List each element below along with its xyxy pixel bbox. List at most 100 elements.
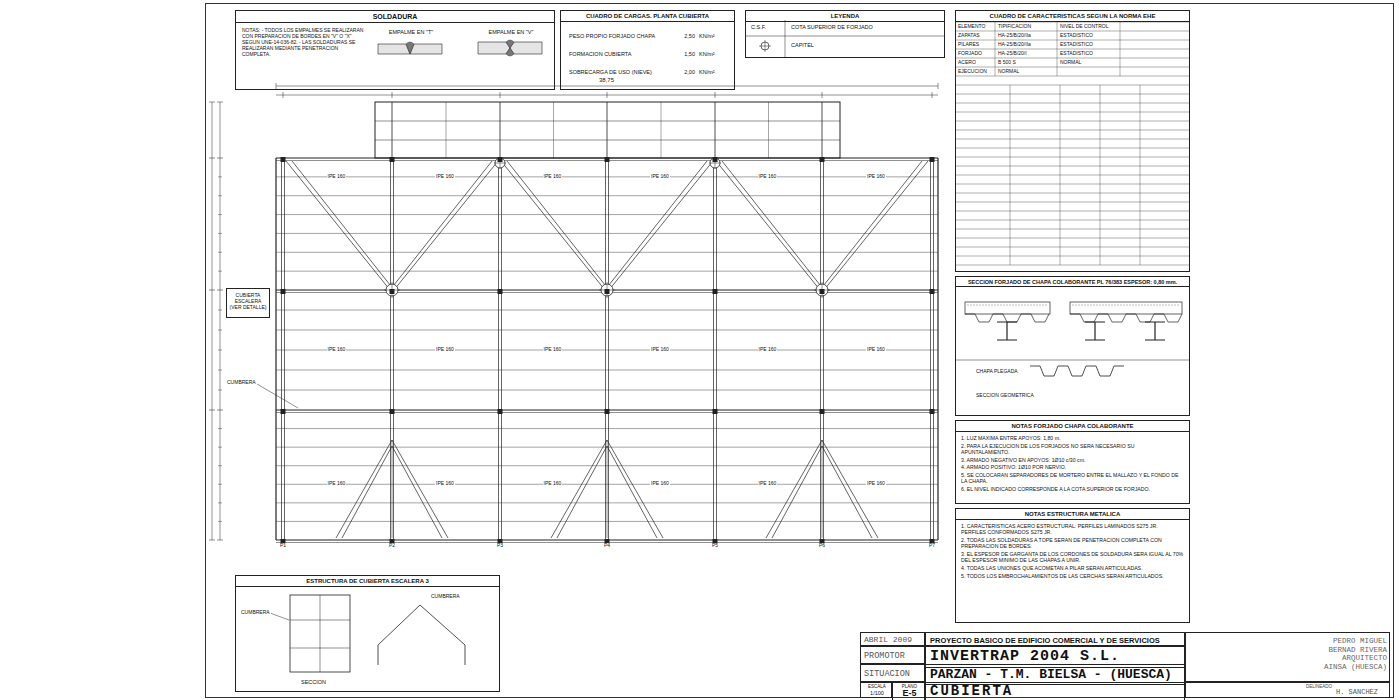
table-line — [955, 85, 1190, 86]
joist-line — [276, 252, 938, 253]
panel-box: PROYECTO BASICO DE EDIFICIO COMERCIAL Y … — [925, 632, 1185, 646]
dimension-tick — [209, 410, 215, 411]
joist-line — [276, 176, 938, 177]
panel-text: PESO PROPIO FORJADO CHAPA — [569, 33, 669, 40]
frame-edge — [937, 158, 938, 540]
table-line — [955, 211, 1190, 212]
truss-line — [336, 440, 392, 538]
dimension-tick — [218, 447, 222, 448]
truss-line — [390, 161, 492, 290]
table-line — [955, 175, 1190, 176]
annotation-label: P5 — [711, 543, 719, 549]
table-line — [955, 238, 1190, 239]
panel-heading: SECCION FORJADO DE CHAPA COLABORANTE PL … — [956, 277, 1189, 287]
table-line — [955, 31, 1190, 32]
table-line — [955, 139, 1190, 140]
annotation-label: CUMBRERA — [226, 380, 257, 386]
panel-text: SITUACION — [864, 669, 924, 679]
leader-line — [257, 384, 298, 408]
table-line — [955, 184, 1190, 185]
annotation-label: IPE 160 — [866, 481, 886, 487]
weld-bead — [506, 40, 514, 56]
deck-profile — [965, 314, 1049, 322]
panel-heading: SOLDADURA — [236, 11, 554, 23]
panel-box: ABRIL 2009 — [860, 632, 925, 646]
annotation-label: NIVEL DE CONTROL — [1059, 24, 1109, 30]
weld-plate — [378, 44, 410, 54]
dimension-tick — [217, 158, 223, 159]
annotation-label: IPE 160 — [650, 481, 670, 487]
dimension-tick — [209, 158, 215, 159]
annotation-label: PILARES — [957, 42, 980, 48]
truss-line — [292, 161, 394, 290]
panel-box: CUADRO DE CARACTERISTICAS SEGUN LA NORMA… — [955, 10, 1190, 272]
truss-line — [501, 161, 605, 290]
annotation-label: B 500 S — [997, 60, 1017, 66]
girder-line — [823, 158, 824, 540]
column-mark — [281, 289, 286, 294]
roof-extension — [375, 102, 840, 158]
dimension-tick — [218, 370, 222, 371]
dimension-tick — [217, 410, 223, 411]
dimension-tick — [218, 195, 222, 196]
table-line — [955, 76, 1190, 77]
panel-text: EMPALME EN "T" — [371, 29, 451, 36]
truss-line — [392, 440, 448, 538]
legend-text: CAPITEL — [790, 42, 815, 48]
table-line — [995, 22, 996, 76]
column-mark — [820, 289, 825, 294]
truss-line — [722, 161, 824, 290]
dimension-tick — [715, 92, 716, 98]
dimension-line — [276, 86, 938, 87]
girder-line — [930, 158, 931, 540]
note-text: 3. EL ESPESOR DE GARGANTA DE LOS CORDONE… — [961, 551, 1184, 563]
frame-edge — [275, 158, 276, 540]
capitel-symbol — [759, 40, 771, 52]
panel-text: PARZAN - T.M. BIELSA - (HUESCA) — [930, 667, 1184, 683]
table-line — [1057, 22, 1058, 76]
dimension-tick — [218, 330, 222, 331]
girder-line — [392, 102, 393, 158]
panel-text: 2,00 — [671, 69, 695, 76]
deck-profile — [1070, 314, 1182, 322]
joist-line — [276, 330, 938, 331]
legend-divider — [745, 36, 945, 37]
panel-heading: LEYENDA — [746, 11, 944, 22]
panel-box: NOTAS FORJADO CHAPA COLABORANTE1. LUZ MA… — [955, 420, 1190, 504]
annotation-label: P4 — [603, 543, 611, 549]
truss-line — [607, 440, 663, 538]
panel-heading: NOTAS ESTRUCTURA METALICA — [956, 509, 1189, 520]
annotation-label: CHAPA PLEGADA — [975, 369, 1019, 375]
annotation-label: IPE 160 — [543, 347, 563, 353]
annotation-label: IPE 160 — [435, 481, 455, 487]
girder-line — [284, 158, 285, 540]
dimension-line — [212, 102, 213, 540]
corrugated-sheet — [1030, 366, 1124, 376]
table-line — [955, 94, 1190, 95]
table-line — [955, 130, 1190, 131]
panel-text: ESCALA — [862, 684, 892, 689]
girder-line — [390, 158, 391, 540]
column-mark — [930, 409, 935, 414]
column-mark — [713, 157, 718, 162]
table-line — [955, 112, 1190, 113]
column-mark — [605, 289, 610, 294]
dimension-tick — [218, 310, 222, 311]
divider-line — [955, 360, 1190, 361]
joist-line — [276, 214, 938, 215]
panel-text: KN/m² — [699, 33, 729, 40]
table-line — [1100, 85, 1101, 265]
annotation-label: ELEMENTO — [957, 24, 986, 30]
panel-box: SOLDADURANOTAS: - TODOS LOS EMPALMES SE … — [235, 10, 555, 90]
joist-line — [276, 310, 938, 311]
panel-text: H. SANCHEZ — [1336, 688, 1388, 696]
table-line — [955, 166, 1190, 167]
girder-line — [933, 158, 934, 540]
slab-section — [1070, 302, 1182, 314]
legend-text: COTA SUPERIOR DE FORJADO — [790, 24, 874, 30]
steel-beam — [1085, 322, 1165, 340]
dimension-tick — [218, 350, 222, 351]
joist-line — [276, 233, 938, 234]
annotation-label: IPE 160 — [866, 347, 886, 353]
girder-line — [281, 158, 282, 540]
